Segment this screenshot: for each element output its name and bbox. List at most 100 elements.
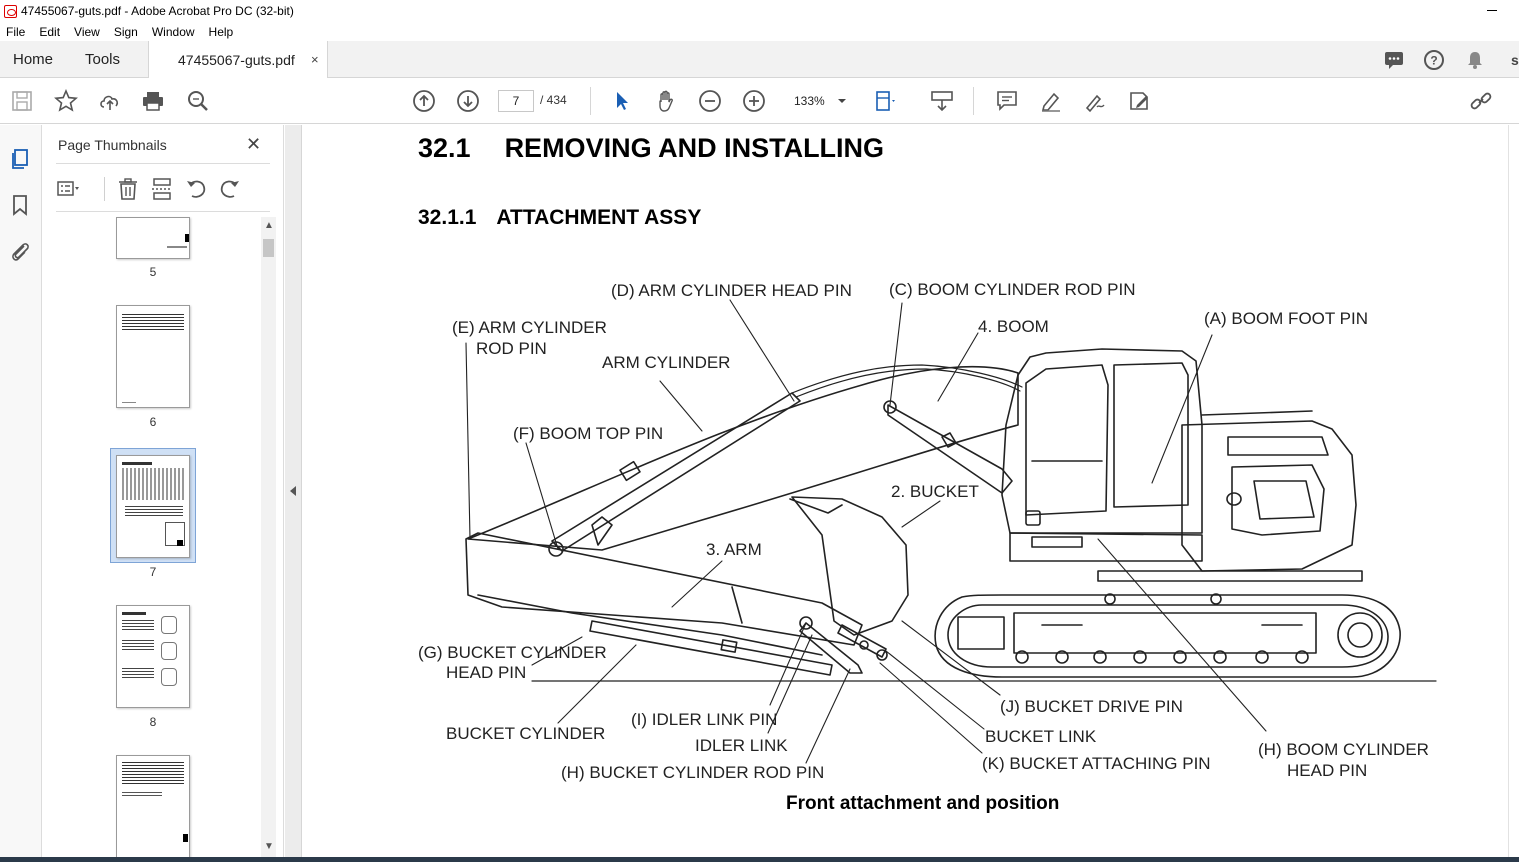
thumbnail-page-6[interactable]: [116, 305, 190, 408]
thumbnail-text: [122, 620, 154, 630]
user-account-icon[interactable]: s: [1503, 49, 1519, 71]
chevron-down-icon: [838, 99, 846, 103]
thumbnail-figure: [165, 522, 185, 546]
help-icon[interactable]: ?: [1423, 49, 1445, 71]
excavator-diagram: [465, 299, 1437, 764]
insert-pages-icon[interactable]: [150, 177, 174, 201]
minimize-icon[interactable]: [1487, 10, 1497, 11]
panel-collapse-handle[interactable]: [285, 125, 302, 862]
thumbnail-page-number: 6: [149, 415, 157, 429]
hand-tool-icon[interactable]: [654, 89, 678, 113]
thumbnail-page-5[interactable]: [116, 217, 190, 259]
thumbnail-scrollbar-thumb[interactable]: [263, 239, 274, 257]
menu-edit[interactable]: Edit: [39, 24, 61, 39]
thumbnail-options-icon[interactable]: [56, 177, 80, 201]
panel-divider: [56, 211, 270, 212]
draw-sign-icon[interactable]: [1083, 89, 1107, 113]
save-icon[interactable]: [10, 89, 34, 113]
thumbnail-page-8[interactable]: [116, 605, 190, 708]
thumbnail-text: [122, 314, 184, 332]
thumbnail-scrollbar[interactable]: [261, 217, 276, 857]
bookmark-star-icon[interactable]: [54, 89, 78, 113]
thumbnail-text: [122, 668, 154, 678]
document-scrollbar[interactable]: [1508, 125, 1519, 862]
scroll-down-arrow-icon[interactable]: ▼: [264, 841, 274, 852]
page-total: / 434: [540, 93, 567, 107]
label-d-arm-cylinder-head-pin: (D) ARM CYLINDER HEAD PIN: [611, 281, 852, 300]
scroll-mode-icon[interactable]: [930, 89, 954, 113]
close-tab-icon[interactable]: ×: [311, 52, 319, 67]
thumbnail-mark: [185, 234, 189, 242]
thumbnail-page-number: 5: [149, 265, 157, 279]
thumbnail-figure: [161, 668, 177, 686]
menu-help[interactable]: Help: [208, 24, 234, 39]
menu-window[interactable]: Window: [151, 24, 195, 39]
share-link-icon[interactable]: [1469, 89, 1493, 113]
upload-cloud-icon[interactable]: [98, 89, 122, 113]
label-h-boom-cylinder-head-pin: (H) BOOM CYLINDER: [1258, 740, 1429, 759]
scroll-up-arrow-icon[interactable]: ▲: [264, 220, 274, 231]
menu-file[interactable]: File: [6, 24, 26, 39]
tab-document-label: 47455067-guts.pdf: [178, 52, 295, 68]
rotate-clockwise-icon[interactable]: [218, 177, 242, 201]
thumbnail-figure: [122, 468, 186, 500]
label-arm-cylinder: ARM CYLINDER: [602, 353, 731, 372]
close-panel-icon[interactable]: ✕: [246, 134, 262, 154]
add-comment-icon[interactable]: [995, 89, 1019, 113]
main-toolbar: 7 / 434 133%: [0, 78, 1519, 124]
thumbnail-text: [122, 792, 162, 798]
thumbnail-figure: [161, 642, 177, 660]
subsection-number: 32.1.1: [418, 206, 477, 229]
tab-home[interactable]: Home: [13, 51, 54, 68]
label-arm: 3. ARM: [706, 540, 762, 559]
attachment-paperclip-icon[interactable]: [8, 239, 32, 263]
menu-sign[interactable]: Sign: [113, 24, 138, 39]
highlight-pen-icon[interactable]: [1039, 89, 1063, 113]
page-thumbnails-icon[interactable]: [8, 147, 32, 171]
notification-bell-icon[interactable]: [1464, 49, 1486, 71]
tab-tools[interactable]: Tools: [85, 51, 121, 68]
panel-divider: [56, 163, 270, 164]
tab-bar: Home Tools 47455067-guts.pdf × ? s: [0, 41, 1519, 79]
label-idler-link: IDLER LINK: [695, 736, 788, 755]
delete-trash-icon[interactable]: [116, 177, 140, 201]
find-search-icon[interactable]: [186, 89, 210, 113]
label-e-arm-cylinder-rod-pin: (E) ARM CYLINDER: [452, 318, 607, 337]
print-icon[interactable]: [141, 89, 165, 113]
figure-caption: Front attachment and position: [786, 793, 1060, 814]
zoom-out-icon[interactable]: [698, 89, 722, 113]
select-cursor-icon[interactable]: [610, 89, 634, 113]
thumbnail-page-9[interactable]: [116, 755, 190, 862]
svg-text:s: s: [1511, 52, 1519, 68]
label-a-boom-foot-pin: (A) BOOM FOOT PIN: [1204, 309, 1369, 328]
tab-document[interactable]: 47455067-guts.pdf ×: [148, 41, 328, 79]
comment-bubble-icon[interactable]: [1383, 49, 1405, 71]
zoom-level-value: 133%: [794, 94, 825, 108]
label-f-boom-top-pin: (F) BOOM TOP PIN: [513, 424, 664, 443]
thumbnail-page-7[interactable]: [116, 455, 190, 558]
acrobat-logo-icon: [4, 4, 17, 18]
previous-page-icon[interactable]: [412, 89, 436, 113]
toolbar-separator: [973, 87, 974, 115]
zoom-in-icon[interactable]: [742, 89, 766, 113]
thumbnail-line: [122, 402, 136, 403]
edit-pdf-icon[interactable]: [1127, 89, 1151, 113]
next-page-icon[interactable]: [456, 89, 480, 113]
title-bar: 47455067-guts.pdf - Adobe Acrobat Pro DC…: [0, 0, 1519, 22]
label-g-bucket-cylinder-head-pin: (G) BUCKET CYLINDER: [418, 643, 607, 662]
menu-view[interactable]: View: [74, 24, 100, 39]
toolbar-separator: [590, 87, 591, 115]
thumbnail-mark: [183, 834, 188, 842]
rotate-counterclockwise-icon[interactable]: [184, 177, 208, 201]
page-number-input[interactable]: 7: [498, 90, 534, 112]
zoom-level-select[interactable]: 133%: [786, 90, 852, 112]
label-g-bucket-cylinder-head-pin-line2: HEAD PIN: [446, 663, 527, 682]
page-fit-icon[interactable]: [874, 89, 898, 113]
thumbnail-line: [167, 246, 187, 248]
bookmarks-icon[interactable]: [8, 193, 32, 217]
window-title: 47455067-guts.pdf - Adobe Acrobat Pro DC…: [21, 4, 294, 18]
